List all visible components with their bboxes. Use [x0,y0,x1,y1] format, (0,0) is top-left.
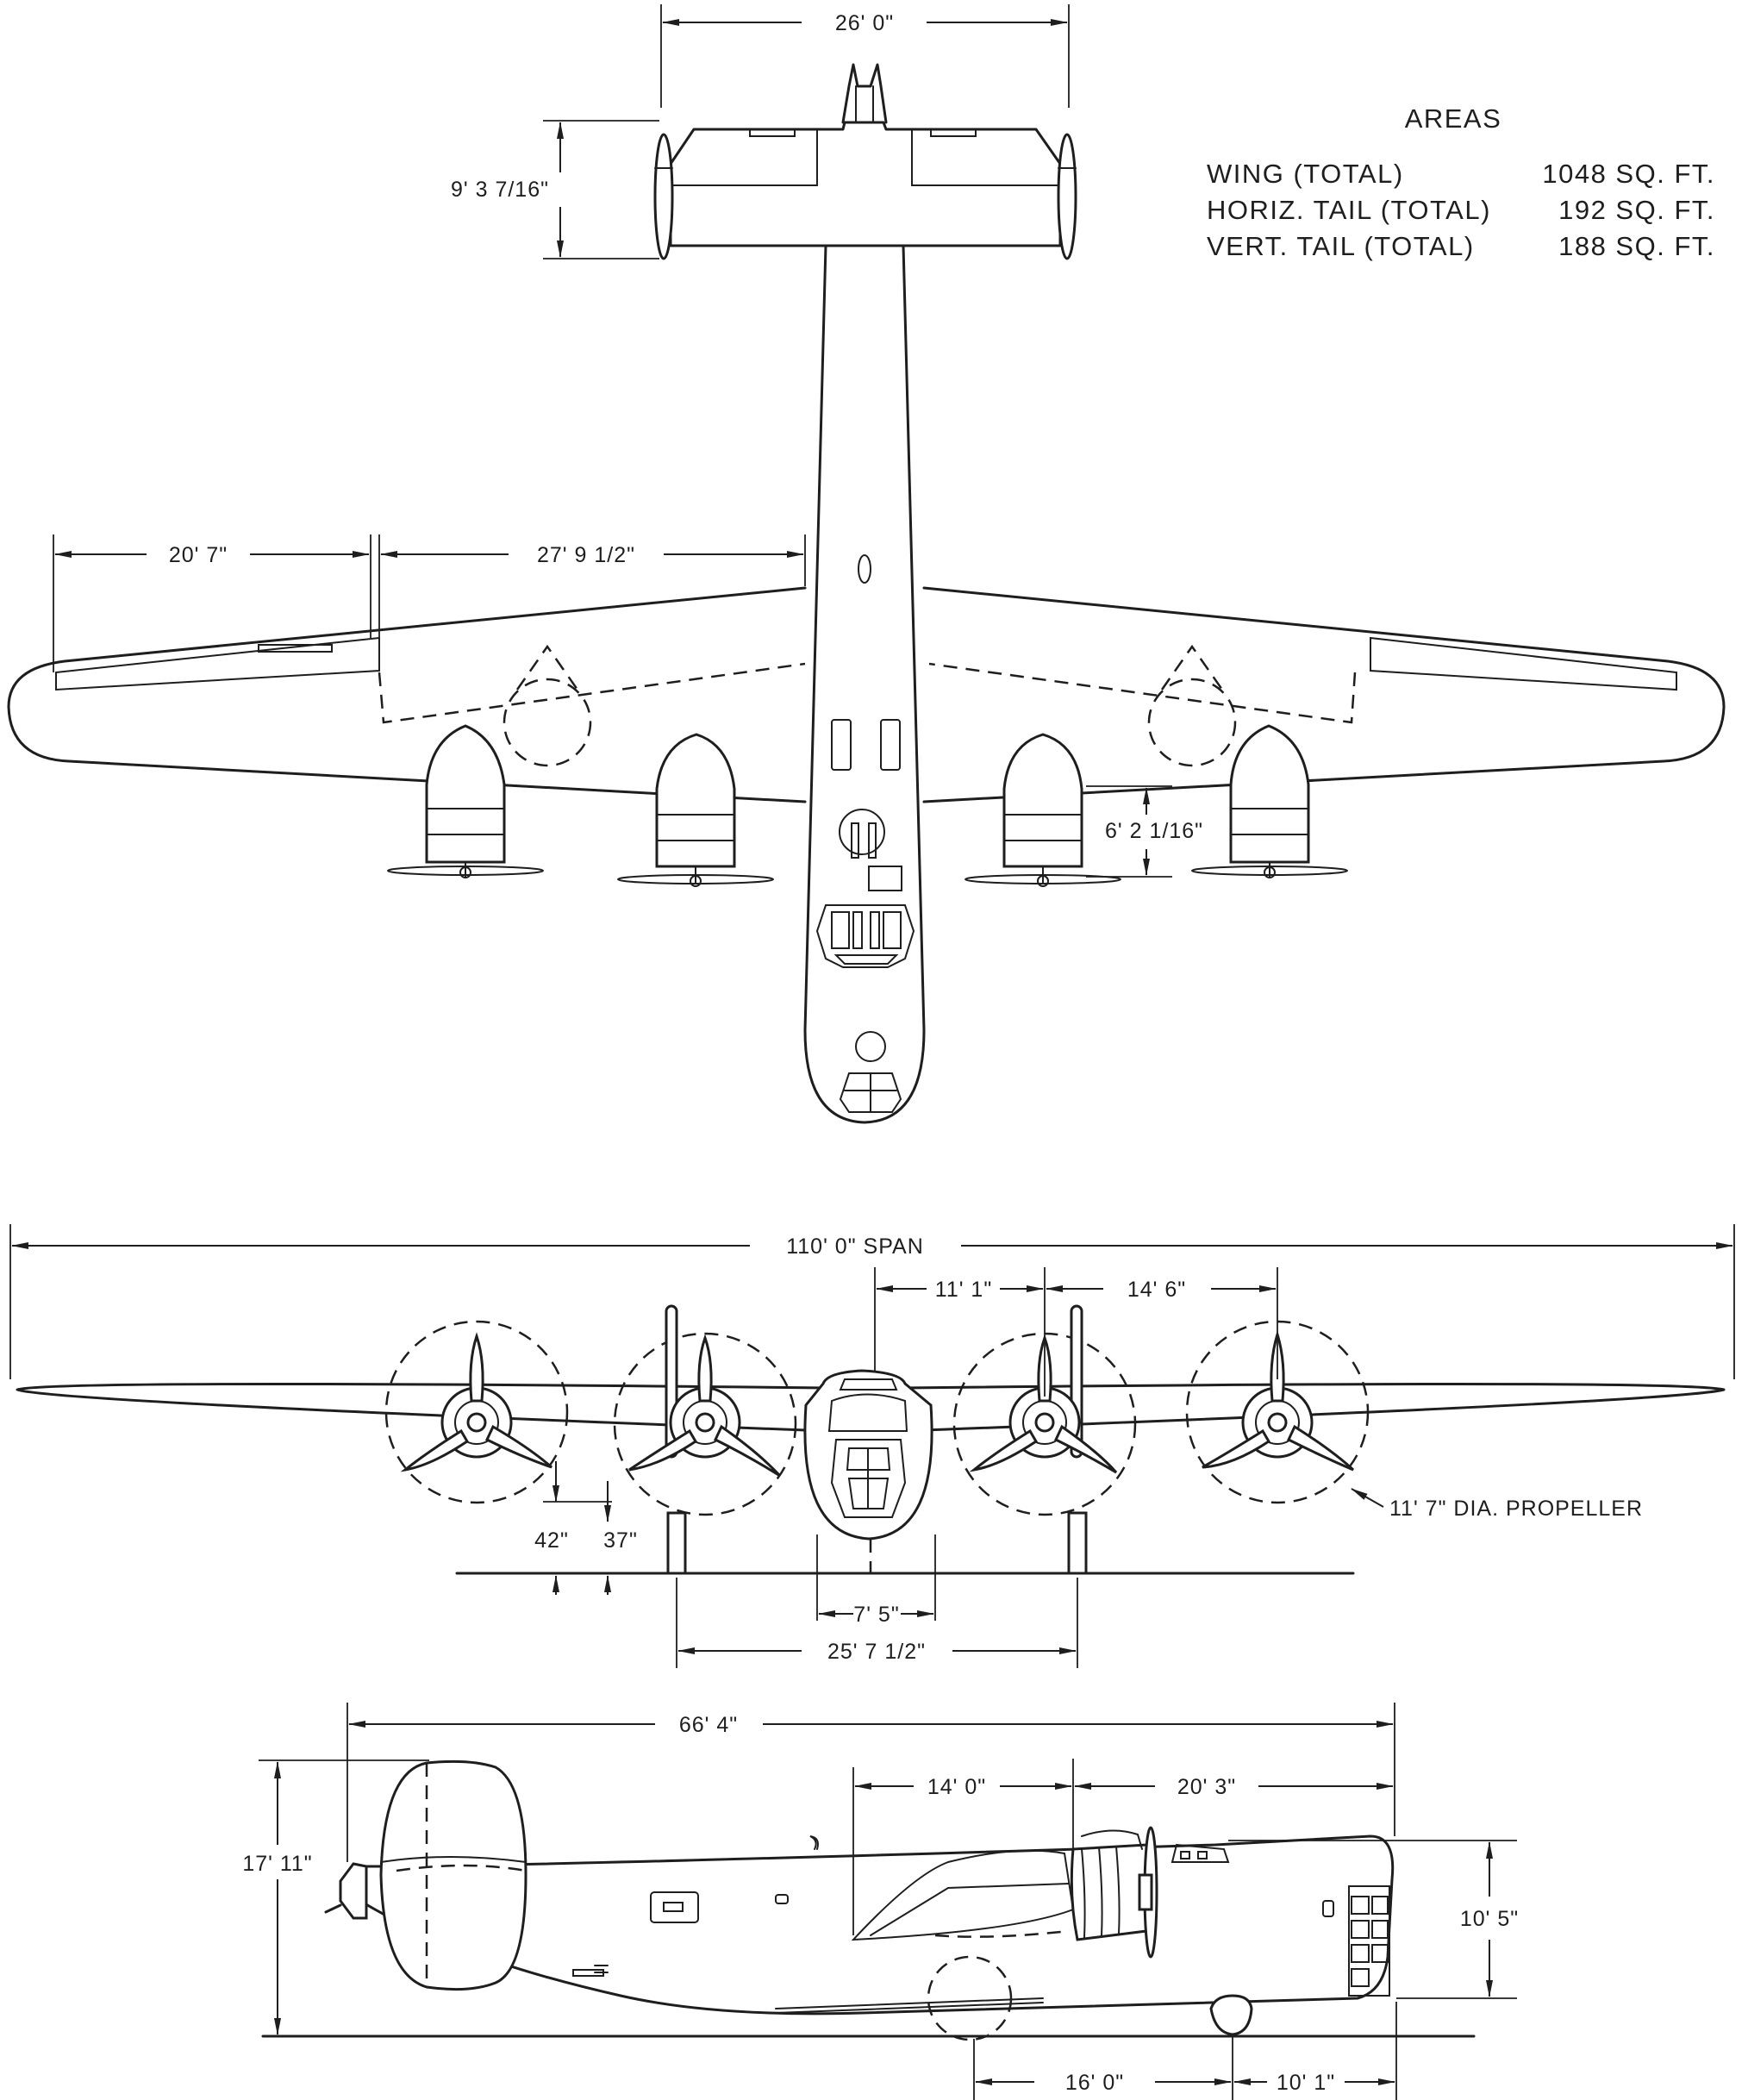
dim-11-1: 11' 1" [935,1278,992,1302]
plan-tailplane [669,121,1062,247]
side-main-wheel [927,1955,1013,2041]
dim-inner-wing: 27' 9 1/2" [537,543,635,567]
areas-vert-tail-label: VERT. TAIL (TOTAL) [1207,231,1475,261]
dim-tail-chord: 9' 3 7/16" [451,178,549,202]
dim-nose-gear-track: 7' 5" [853,1603,899,1627]
plan-nacelle-4 [1191,724,1348,878]
front-prop-disc-2 [613,1332,797,1516]
dim-fuselage-height: 10' 5" [1460,1907,1519,1931]
plan-left-fin [653,133,674,260]
plan-fuselage [803,244,926,1124]
dim-nacelle-spacing: 6' 2 1/16" [1105,819,1203,843]
dim-14-0: 14' 0" [927,1775,986,1799]
side-tail-turret [339,1862,368,1920]
plan-left-wing [7,586,807,803]
areas-table: AREAS WING (TOTAL) 1048 SQ. FT. HORIZ. T… [1207,103,1715,261]
side-fuselage [352,1834,1395,2016]
front-engine-1 [400,1332,552,1472]
dim-span: 110' 0" SPAN [786,1234,924,1259]
areas-horiz-tail-value: 192 SQ. FT. [1558,195,1715,225]
plan-nose-glazing [839,1072,902,1113]
dim-clearance-42: 42" [534,1528,569,1553]
front-view [16,1304,1726,1575]
areas-vert-tail-value: 188 SQ. FT. [1558,231,1715,261]
front-wing [16,1382,1726,1433]
dim-propeller: 11' 7" DIA. PROPELLER [1389,1497,1643,1521]
dim-10-1: 10' 1" [1277,2071,1335,2095]
plan-cockpit-glazing [815,904,915,968]
dim-20-3: 20' 3" [1177,1775,1236,1799]
side-nose-wheel [1209,1994,1253,2036]
side-vertical-fin [379,1759,528,1991]
side-dimensions: 66' 4" 17' 11" 14' 0" 20' 3" 10' 5" 16' … [242,1703,1519,2100]
dim-14-6: 14' 6" [1127,1278,1186,1302]
plan-view [7,63,1726,1124]
areas-title: AREAS [1405,103,1502,134]
plan-top-turret [839,809,885,855]
areas-horiz-tail-label: HORIZ. TAIL (TOTAL) [1207,195,1491,225]
plan-right-wing [922,586,1726,803]
plan-nacelle-3 [965,733,1121,887]
front-dimensions: 110' 0" SPAN 11' 1" 14' 6" 11' 7" DIA. P… [9,1224,1735,1668]
dim-main-gear-track: 25' 7 1/2" [827,1640,926,1664]
front-prop-disc-1 [384,1320,569,1504]
front-engine-2 [628,1334,782,1478]
side-nose-glazing [1348,1885,1390,1997]
dim-length: 66' 4" [679,1713,738,1737]
plan-nacelle-2 [617,733,774,887]
dim-16-0: 16' 0" [1065,2071,1124,2095]
plan-nacelle-1 [387,724,544,878]
dim-height: 17' 11" [242,1852,312,1876]
plan-tail-turret [841,63,888,124]
plan-right-fin [1057,133,1077,260]
areas-wing-value: 1048 SQ. FT. [1542,159,1715,189]
dim-outer-wing: 20' 7" [169,543,228,567]
areas-wing-label: WING (TOTAL) [1207,159,1404,189]
dim-clearance-37: 37" [603,1528,638,1553]
side-wing-root [851,1849,1075,1941]
dim-tail-span: 26' 0" [835,11,894,35]
plan-dimensions: 26' 0" 9' 3 7/16" 20' 7" 27' 9 1/2" 6' 2… [53,4,1203,878]
side-view [261,1759,1476,2041]
